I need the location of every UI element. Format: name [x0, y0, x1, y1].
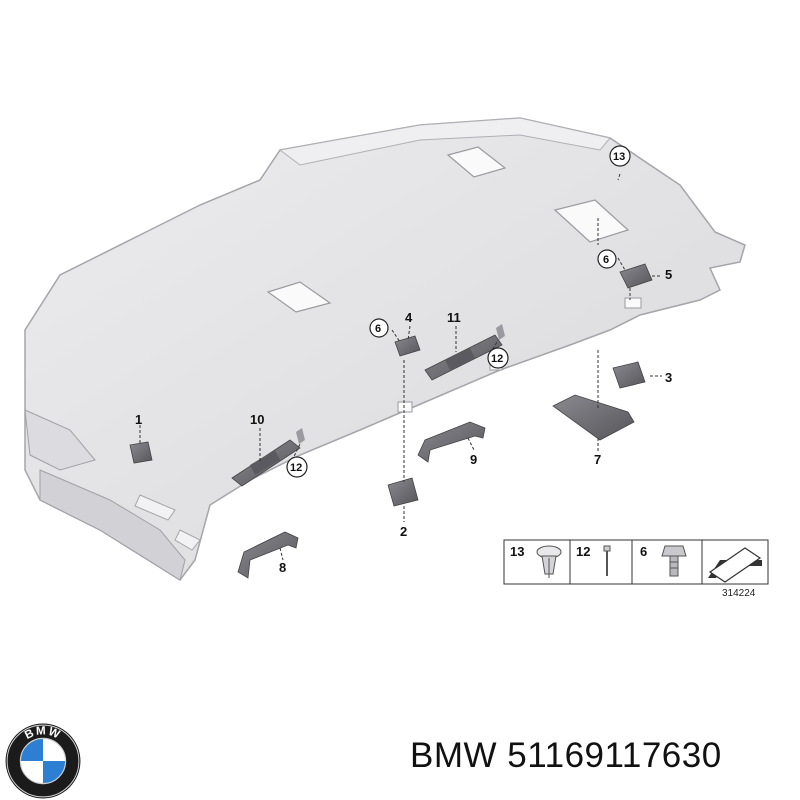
part-9-grab-handle	[417, 421, 486, 463]
callout-8: 8	[279, 560, 286, 575]
fastener-legend: 13 12 6 314224	[503, 539, 769, 599]
screw-12-a	[296, 428, 305, 444]
callout-5: 5	[665, 267, 672, 282]
callout-6-circle-b	[597, 249, 617, 269]
legend-item-12: 12	[576, 544, 590, 559]
brand-name: BMW	[410, 736, 498, 775]
callout-7: 7	[594, 452, 601, 467]
part-11-grab-handle-bracket	[424, 334, 503, 381]
reference-number: 314224	[722, 588, 756, 599]
callouts: 1 2 3 4 5 6 6 7 8 9 10 11 12 12 13	[135, 145, 672, 575]
headliner-panel	[24, 117, 746, 582]
callout-6-b: 6	[603, 254, 609, 266]
callout-2: 2	[400, 524, 407, 539]
callout-12-b: 12	[290, 462, 302, 474]
callout-9: 9	[470, 452, 477, 467]
bmw-logo-icon: BMW	[5, 723, 81, 799]
rivet-icon	[603, 545, 611, 576]
callout-4: 4	[405, 310, 413, 325]
part-5-clip	[619, 263, 653, 289]
part-number: 51169117630	[507, 736, 722, 775]
callout-6-circle-a	[369, 318, 389, 338]
trim-tool-icon	[708, 547, 762, 583]
callout-12-circle-b	[286, 456, 308, 478]
callout-10: 10	[250, 412, 264, 427]
callout-13: 13	[613, 151, 625, 163]
part-1-bracket	[129, 441, 153, 464]
part-8-grab-handle	[237, 531, 299, 579]
push-clip-icon	[536, 545, 562, 578]
svg-text:BMW: BMW	[23, 724, 63, 742]
callout-6-a: 6	[375, 323, 381, 335]
legend-item-13: 13	[510, 544, 524, 559]
part-7-cover-panel	[552, 394, 635, 441]
callout-12-a: 12	[491, 353, 503, 365]
part-3-clip	[612, 361, 646, 389]
callout-13-circle	[609, 145, 631, 167]
callout-1: 1	[135, 412, 142, 427]
logo-lettering: BMW	[23, 724, 62, 742]
part-10-grab-handle-bracket	[231, 439, 301, 487]
bolt-icon	[661, 545, 687, 577]
callout-3: 3	[665, 370, 672, 385]
part-caption: BMW 51169117630	[410, 736, 722, 776]
part-2-clip	[387, 477, 419, 507]
legend-item-6: 6	[640, 544, 647, 559]
callout-11: 11	[447, 310, 461, 325]
callout-12-circle-a	[487, 347, 509, 369]
screw-12-b	[496, 324, 505, 340]
